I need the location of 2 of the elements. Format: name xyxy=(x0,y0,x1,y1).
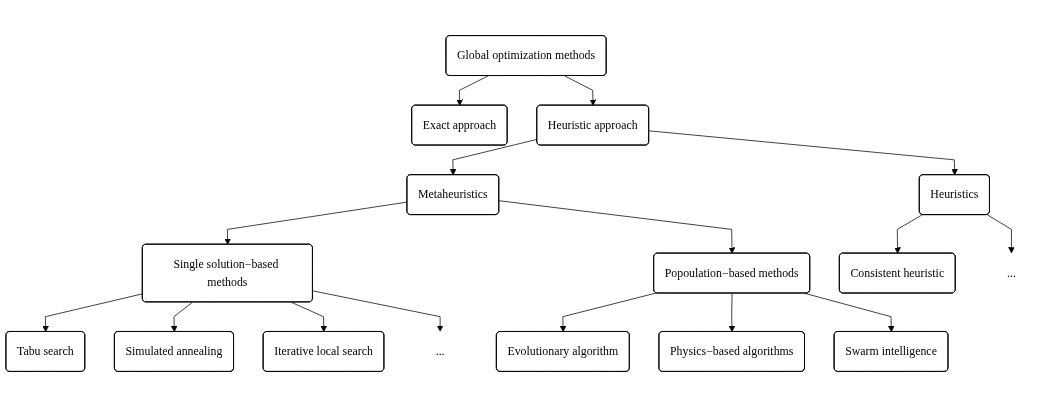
node-text: ... xyxy=(435,344,445,358)
node-text: ... xyxy=(1007,266,1016,279)
